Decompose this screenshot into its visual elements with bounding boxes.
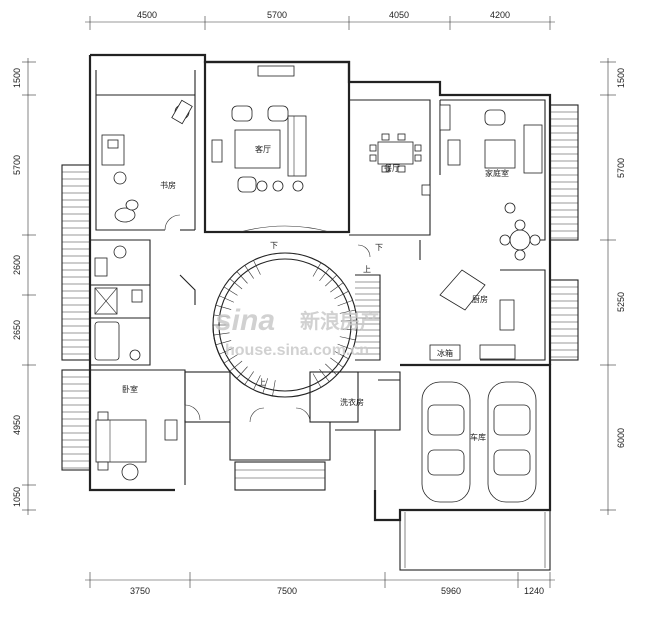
- label-dining: 餐厅: [384, 164, 400, 173]
- hatch-line: [229, 360, 243, 372]
- living-room-walls: [203, 60, 351, 234]
- hatch-line: [236, 271, 248, 284]
- spiral-stair: [213, 260, 357, 396]
- living-sofa: [287, 115, 307, 177]
- study-chair: [113, 171, 127, 185]
- label-family: 家庭室: [485, 168, 509, 178]
- hatch-line: [215, 340, 232, 346]
- dim-left-1: 1500: [12, 68, 22, 88]
- dim-left-4: 2650: [12, 320, 22, 340]
- label-down-hall: 下: [375, 243, 383, 252]
- dining-table: [377, 141, 414, 165]
- label-fridge: 冰箱: [437, 348, 453, 358]
- dim-top-4: 4200: [490, 10, 510, 20]
- hatch-line: [319, 268, 330, 282]
- hatch-line: [334, 351, 349, 360]
- dim-bottom-4: 1240: [524, 586, 544, 596]
- dim-bottom-2: 7500: [277, 586, 297, 596]
- hatch-line: [340, 328, 357, 331]
- hatch-line: [325, 363, 338, 376]
- dim-left-5: 4950: [12, 415, 22, 435]
- dim-left-3: 2600: [12, 255, 22, 275]
- furniture: [94, 65, 543, 503]
- hatch-line: [223, 286, 238, 296]
- hatch-line: [253, 260, 261, 275]
- hatch-line: [213, 332, 230, 336]
- bathtub: [94, 321, 120, 361]
- dim-bottom-1: 3750: [130, 586, 150, 596]
- dimension-labels: 4500 5700 4050 4200 3750 7500 5960 1240 …: [12, 10, 626, 596]
- hatch-line: [339, 309, 356, 314]
- hatch-line: [213, 314, 230, 318]
- dim-top-3: 4050: [389, 10, 409, 20]
- label-laundry: 洗衣房: [340, 397, 364, 407]
- watermark-brand: sina: [215, 304, 275, 337]
- watermark-url: house.sina.com.cn: [225, 342, 369, 359]
- hatch-line: [272, 380, 276, 396]
- label-garage: 车库: [470, 432, 486, 442]
- car-right: [487, 381, 537, 503]
- hatch-line: [219, 347, 234, 355]
- hatch-line: [337, 300, 353, 307]
- hatch-line: [223, 354, 238, 364]
- label-down-living: 下: [270, 241, 278, 250]
- hatch-line: [325, 274, 338, 287]
- hatch-line: [340, 319, 357, 322]
- dim-right-4: 6000: [616, 428, 626, 448]
- hatch-line: [215, 304, 232, 310]
- dim-top-2: 5700: [267, 10, 287, 20]
- hatch-line: [337, 343, 353, 350]
- interior-walls: [90, 60, 546, 491]
- dim-bottom-3: 5960: [441, 586, 461, 596]
- hall-stair: [355, 281, 380, 355]
- dim-right-2: 5700: [616, 158, 626, 178]
- living-table: [234, 129, 281, 169]
- car-left: [421, 381, 471, 503]
- bed: [95, 419, 147, 463]
- round-hall: [179, 252, 400, 398]
- hatch-line: [229, 278, 243, 290]
- hatch-line: [319, 368, 330, 382]
- label-up-hall: 上: [363, 265, 371, 274]
- hatch-line: [253, 375, 261, 390]
- hatch-line: [330, 357, 344, 368]
- hatch-line: [312, 262, 322, 277]
- kitchen-island: [439, 269, 486, 311]
- label-living: 客厅: [255, 144, 271, 154]
- dim-top-1: 4500: [137, 10, 157, 20]
- left-terrace: [61, 164, 91, 361]
- dim-left-2: 5700: [12, 155, 22, 175]
- study-desk: [101, 134, 125, 166]
- hatch-line: [339, 336, 356, 341]
- watermark: sina 新浪房产 house.sina.com.cn: [215, 304, 380, 359]
- dimension-lines: [22, 16, 616, 588]
- hatch-line: [334, 290, 349, 299]
- hatch-line: [236, 366, 248, 379]
- hatch-line: [330, 282, 344, 293]
- hatch-line: [219, 295, 234, 303]
- hatch-line: [312, 373, 322, 388]
- family-sofa: [523, 124, 543, 174]
- dim-right-1: 1500: [616, 68, 626, 88]
- room-labels: 书房 客厅 餐厅 家庭室 厨房 冰箱 卧室 洗衣房 车库 下 下 上 上: [122, 144, 509, 442]
- hatch-line: [244, 371, 254, 385]
- label-kitchen: 厨房: [472, 294, 488, 304]
- label-bedroom: 卧室: [122, 384, 138, 394]
- doors: [164, 214, 371, 423]
- left-terrace: [61, 369, 91, 471]
- dim-left-6: 1050: [12, 487, 22, 507]
- garage-apron: [399, 509, 551, 571]
- watermark-cn: 新浪房产: [300, 309, 380, 333]
- round-table: [509, 229, 531, 251]
- hatch-line: [244, 265, 254, 279]
- dim-right-3: 5250: [616, 292, 626, 312]
- right-terrace: [549, 104, 579, 241]
- hatch-line: [262, 378, 268, 394]
- label-study: 书房: [160, 180, 176, 190]
- right-terrace: [549, 279, 579, 361]
- label-up-spiral: 上: [258, 378, 266, 387]
